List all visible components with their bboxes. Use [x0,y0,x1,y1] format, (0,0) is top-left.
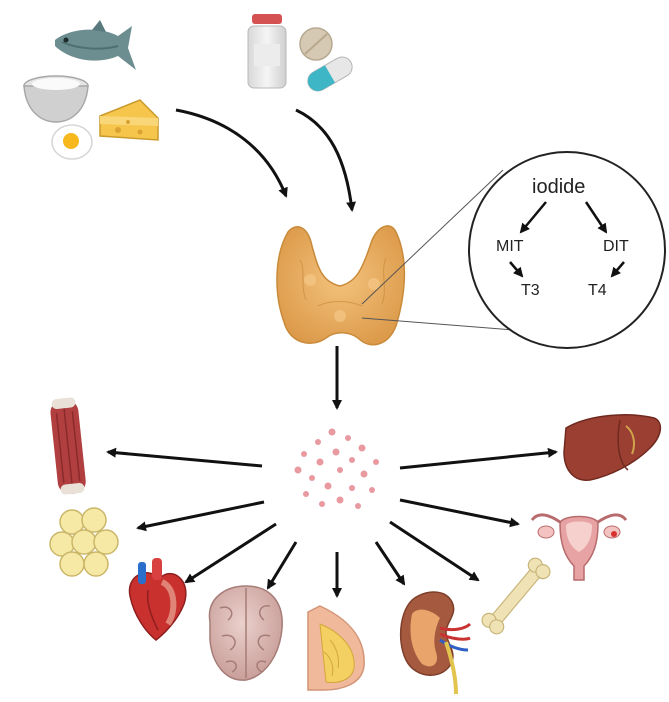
arrow-to-brain [266,541,298,590]
zoom-line-top [361,169,504,305]
adipose-tissue-icon [49,507,119,577]
fish-icon [55,20,136,70]
hormone-particles [294,428,379,509]
brain-icon [208,585,283,681]
liver-icon [563,414,662,481]
zoom-line-bottom [361,317,515,331]
uterus-ovaries-icon [530,513,628,581]
arrow-supplement-to-thyroid [295,108,357,212]
arrow-iodide-to-mit [519,201,547,234]
cheese-icon [99,99,159,141]
breast-icon [307,605,365,691]
arrow-to-adipose [136,500,265,532]
arrow-to-heart [184,522,277,584]
capsule-icon [307,56,353,92]
arrow-dit-to-t4 [610,261,625,278]
inset-label-t3: T3 [521,282,540,299]
inset-label-iodide: iodide [532,176,586,198]
kidney-icon [399,591,472,695]
inset-label-dit: DIT [603,238,629,255]
inset-label-t4: T4 [588,282,607,299]
inset-circle [468,151,666,349]
tablet-icon [299,27,333,61]
arrow-iodide-to-dit [584,201,608,234]
salt-bowl-icon [23,75,89,123]
arrow-mit-to-t3 [509,261,524,278]
arrow-to-muscle [106,447,263,468]
arrow-to-kidney [374,541,406,586]
egg-icon [51,124,93,160]
arrow-to-bone [389,520,480,582]
arrow-food-to-thyroid [175,108,288,198]
supplement-bottle-icon [247,14,287,89]
bone-icon [481,557,551,635]
heart-icon [128,558,187,641]
inset-label-mit: MIT [496,238,524,255]
thyroid-gland-icon [276,225,406,346]
muscle-icon [50,397,86,495]
arrow-to-uterus [399,498,520,528]
arrow-to-liver [399,447,558,470]
